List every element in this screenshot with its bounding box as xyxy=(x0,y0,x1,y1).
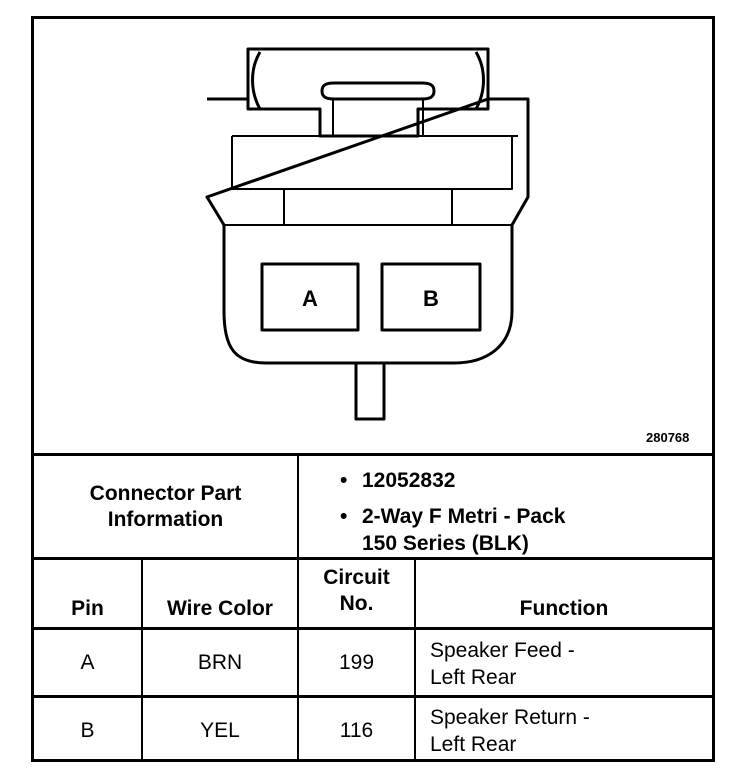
row-a-circuit: 199 xyxy=(338,651,375,674)
divider-header xyxy=(34,627,712,630)
pin-b-label: B xyxy=(423,286,439,311)
row-b-function: Speaker Return - Left Rear xyxy=(430,701,710,761)
col-divider-3 xyxy=(414,560,416,762)
part-number-item: • 12052832 xyxy=(340,467,565,494)
divider-row xyxy=(34,695,712,698)
header-wire-color: Wire Color xyxy=(167,597,273,620)
row-b-function-line1: Speaker Return - xyxy=(430,706,590,729)
description-line2: 150 Series (BLK) xyxy=(362,532,529,555)
latch-slot xyxy=(320,81,436,101)
connector-info-label: Connector Part Information xyxy=(34,456,297,557)
row-a-pin: A xyxy=(80,651,95,674)
divider-info xyxy=(34,557,712,560)
header-function: Function xyxy=(519,597,609,620)
diagram-frame: A B 280768 Connector Part Information • … xyxy=(31,16,715,762)
row-a-function: Speaker Feed - Left Rear xyxy=(430,633,710,695)
latch-tab xyxy=(246,47,490,138)
connector-info-details: • 12052832 • 2-Way F Metri - Pack 150 Se… xyxy=(340,467,565,557)
pin-a-cavity xyxy=(260,262,360,332)
part-number: 12052832 xyxy=(362,469,456,492)
connector-info-label-line2: Information xyxy=(107,507,224,531)
row-b-pin: B xyxy=(80,718,95,742)
row-a-function-line1: Speaker Feed - xyxy=(430,639,575,662)
connector-info-label-line1: Connector Part xyxy=(89,481,242,505)
terminal-stub xyxy=(354,363,386,421)
pin-a-label: A xyxy=(302,286,318,311)
col-divider-1 xyxy=(297,456,299,762)
header-circuit-line1: Circuit xyxy=(323,566,390,589)
bullet-1: • xyxy=(340,469,348,492)
description-item: • 2-Way F Metri - Pack 150 Series (BLK) xyxy=(340,503,565,557)
connector-drawing: A B xyxy=(205,47,530,421)
description-line1: 2-Way F Metri - Pack xyxy=(362,505,566,528)
col-divider-2 xyxy=(141,560,143,762)
row-a-function-line2: Left Rear xyxy=(430,666,517,689)
divider-drawing xyxy=(34,453,712,456)
bullet-2: • xyxy=(340,505,348,528)
header-circuit: Circuit No. xyxy=(299,560,414,622)
row-b-wire-color: YEL xyxy=(200,718,240,742)
header-circuit-line2: No. xyxy=(339,592,374,615)
connector-body xyxy=(205,97,530,365)
figure-id: 280768 xyxy=(646,430,690,445)
row-b-circuit: 116 xyxy=(339,718,374,742)
header-pin: Pin xyxy=(71,597,104,620)
row-a-wire-color: BRN xyxy=(197,651,243,674)
pin-b-cavity xyxy=(380,262,482,332)
row-b-function-line2: Left Rear xyxy=(430,733,517,756)
